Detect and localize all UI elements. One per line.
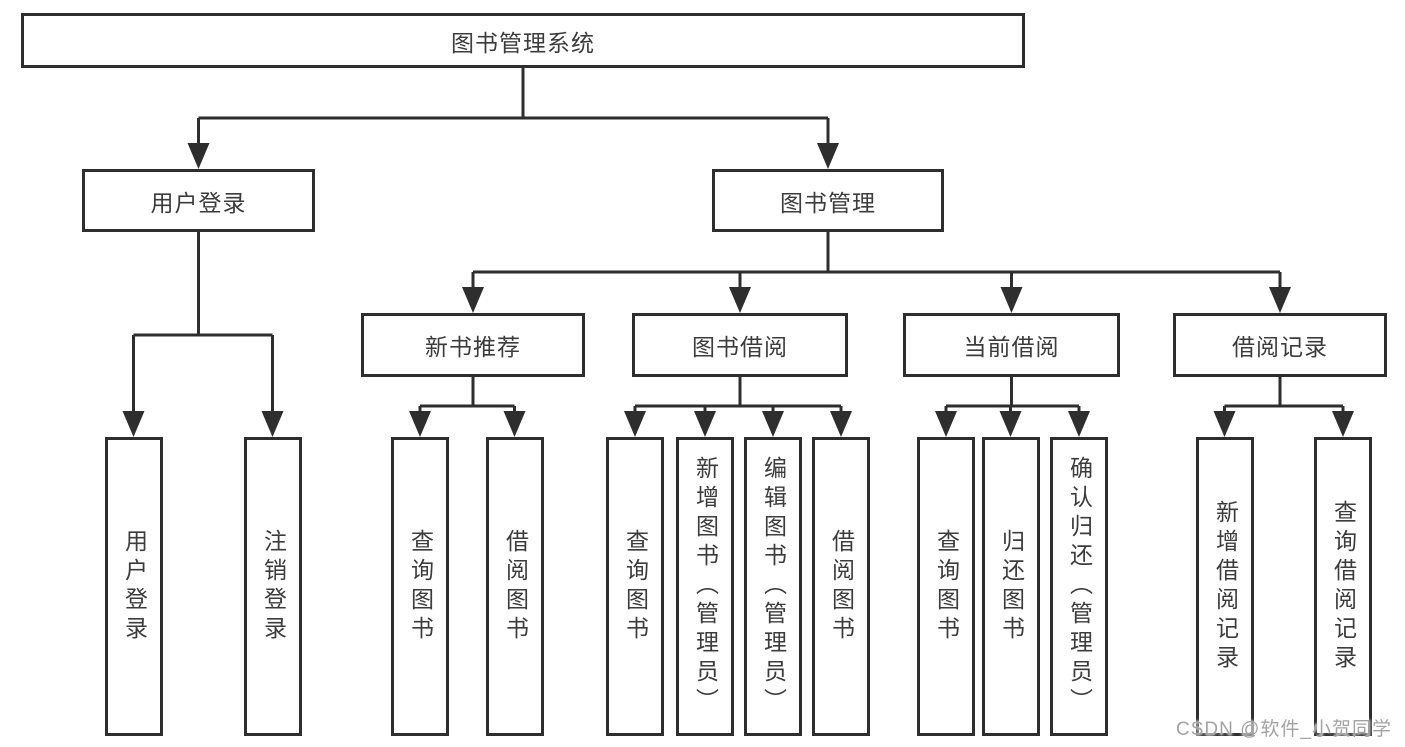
connector-book-borrow-children xyxy=(624,377,852,437)
node-label: 注销登录 xyxy=(260,528,287,645)
arrow-down-icon xyxy=(1269,287,1291,313)
node-label: 新增借阅记录 xyxy=(1212,499,1239,674)
node-label: 查询图书 xyxy=(933,528,960,645)
leaf-borrow-books-2: 借阅图书 xyxy=(812,437,870,736)
node-label: 借阅图书 xyxy=(502,528,529,645)
connector-line xyxy=(1224,377,1343,408)
leaf-query-borrow-record: 查询借阅记录 xyxy=(1314,437,1372,736)
node-label: 查询借阅记录 xyxy=(1330,499,1357,674)
leaf-add-borrow-record: 新增借阅记录 xyxy=(1196,437,1254,736)
leaf-borrow-books: 借阅图书 xyxy=(486,437,544,736)
connector-line xyxy=(198,68,828,120)
arrow-down-icon xyxy=(999,411,1022,437)
node-label: 用户登录 xyxy=(121,528,148,645)
node-current-borrow: 当前借阅 xyxy=(903,313,1120,377)
node-label: 图书管理系统 xyxy=(451,29,595,56)
arrow-down-icon xyxy=(1213,411,1236,437)
node-label: 查询图书 xyxy=(407,528,434,645)
csdn-watermark: CSDN @软件_小贺同学 xyxy=(1176,719,1392,740)
connector-root-to-level2 xyxy=(187,68,839,169)
connector-new-book-recommend-children xyxy=(409,377,526,437)
connector-user-login-children xyxy=(122,232,284,437)
arrow-down-icon xyxy=(261,411,284,437)
arrow-down-icon xyxy=(462,287,484,313)
connector-line xyxy=(420,377,515,408)
node-new-book-recommend: 新书推荐 xyxy=(361,313,585,377)
node-label: 借阅记录 xyxy=(1232,334,1328,360)
leaf-query-books-2: 查询图书 xyxy=(606,437,664,736)
node-label: 编辑图书（管理员） xyxy=(760,456,787,717)
arrow-down-icon xyxy=(1332,411,1354,437)
leaf-query-books: 查询图书 xyxy=(391,437,449,736)
connector-line xyxy=(133,232,273,337)
leaf-logout: 注销登录 xyxy=(244,437,302,736)
node-book-management: 图书管理 xyxy=(712,169,944,232)
node-user-login: 用户登录 xyxy=(82,169,315,232)
leaf-add-book-admin: 新增图书（管理员） xyxy=(676,437,734,736)
arrow-down-icon xyxy=(762,411,784,437)
node-label: 用户登录 xyxy=(150,189,247,216)
node-label: 图书借阅 xyxy=(692,334,788,360)
connector-line xyxy=(473,232,1280,274)
connector-line xyxy=(635,377,841,408)
connector-line xyxy=(946,377,1079,408)
arrow-down-icon xyxy=(409,411,431,437)
node-label: 当前借阅 xyxy=(963,334,1060,360)
node-book-borrow: 图书借阅 xyxy=(632,313,848,377)
arrow-down-icon xyxy=(122,411,145,437)
node-label: 图书管理 xyxy=(780,189,876,216)
node-label: 借阅图书 xyxy=(828,528,855,645)
node-label: 确认归还（管理员） xyxy=(1066,456,1093,717)
arrow-down-icon xyxy=(817,143,839,169)
arrow-down-icon xyxy=(694,411,716,437)
arrow-down-icon xyxy=(935,411,957,437)
node-label: 查询图书 xyxy=(622,528,649,645)
node-borrow-record: 借阅记录 xyxy=(1173,313,1387,377)
leaf-user-login: 用户登录 xyxy=(105,437,163,736)
connector-book-management-children xyxy=(462,232,1291,313)
connector-current-borrow-children xyxy=(935,377,1090,437)
arrow-down-icon xyxy=(1068,411,1090,437)
node-label: 归还图书 xyxy=(998,528,1025,645)
leaf-query-books-3: 查询图书 xyxy=(917,437,975,736)
node-library-management-system: 图书管理系统 xyxy=(21,13,1025,68)
arrow-down-icon xyxy=(187,143,210,169)
arrow-down-icon xyxy=(729,287,751,313)
arrow-down-icon xyxy=(503,411,526,437)
node-label: 新书推荐 xyxy=(425,334,521,360)
arrow-down-icon xyxy=(1000,287,1023,313)
node-label: 新增图书（管理员） xyxy=(692,456,719,717)
arrow-down-icon xyxy=(624,411,646,437)
arrow-down-icon xyxy=(830,411,852,437)
connector-borrow-record-children xyxy=(1213,377,1354,437)
leaf-edit-book-admin: 编辑图书（管理员） xyxy=(744,437,802,736)
leaf-confirm-return-admin: 确认归还（管理员） xyxy=(1050,437,1108,736)
leaf-return-book: 归还图书 xyxy=(982,437,1040,736)
